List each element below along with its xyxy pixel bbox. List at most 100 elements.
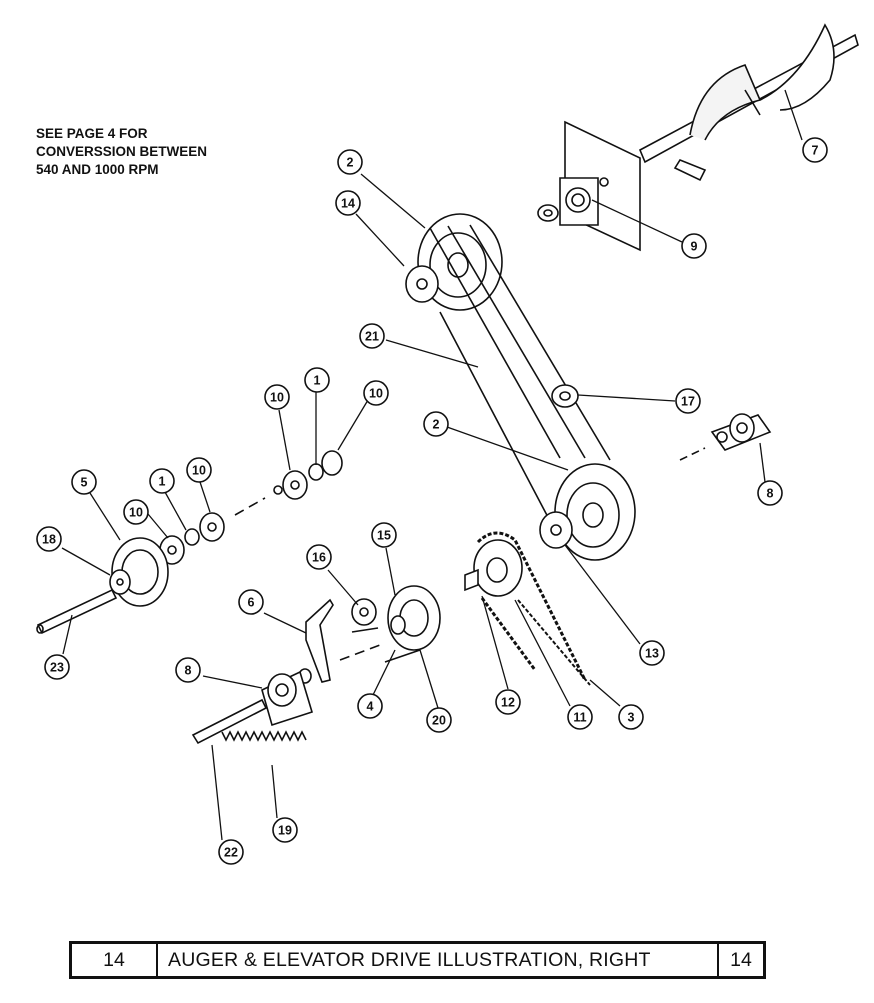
callout-10: 10 — [363, 380, 389, 406]
callout-number: 21 — [365, 330, 379, 344]
auger-shaft — [638, 23, 859, 182]
callout-number: 7 — [812, 144, 819, 158]
callout-4: 4 — [357, 693, 383, 719]
callout-number: 3 — [628, 711, 635, 725]
bearing-mount-plate — [537, 120, 641, 252]
callout-circle — [304, 367, 330, 393]
callout-number: 8 — [185, 664, 192, 678]
callout-circle — [218, 839, 244, 865]
callout-13: 13 — [639, 640, 665, 666]
callout-number: 16 — [312, 551, 326, 565]
note-line-1: SEE PAGE 4 FOR — [36, 126, 148, 141]
callout-22: 22 — [218, 839, 244, 865]
callout-circle — [44, 654, 70, 680]
callout-number: 9 — [691, 240, 698, 254]
callout-2: 2 — [337, 149, 363, 175]
callout-circle — [675, 388, 701, 414]
callout-3: 3 — [618, 704, 644, 730]
callout-number: 18 — [42, 533, 56, 547]
callout-9: 9 — [681, 233, 707, 259]
callout-circle — [272, 817, 298, 843]
callout-number: 8 — [767, 487, 774, 501]
callout-10: 10 — [264, 384, 290, 410]
callout-8: 8 — [757, 480, 783, 506]
callout-23: 23 — [44, 654, 70, 680]
callout-number: 10 — [129, 506, 143, 520]
callout-7: 7 — [802, 137, 828, 163]
callout-number: 23 — [50, 661, 64, 675]
callout-circle — [757, 480, 783, 506]
leader-lines — [61, 89, 803, 841]
callout-20: 20 — [426, 707, 452, 733]
callout-number: 4 — [367, 700, 374, 714]
callout-number: 10 — [369, 387, 383, 401]
callout-circle — [71, 469, 97, 495]
pillow-block-bearing-left — [261, 670, 313, 727]
idler-pulley — [551, 384, 579, 408]
callout-number: 15 — [377, 529, 391, 543]
callout-2: 2 — [423, 411, 449, 437]
callout-10: 10 — [186, 457, 212, 483]
callout-17: 17 — [675, 388, 701, 414]
lower-pulley — [539, 463, 636, 561]
left-pulley — [109, 537, 169, 607]
callout-circle — [123, 499, 149, 525]
callout-number: 10 — [270, 391, 284, 405]
callout-circle — [681, 233, 707, 259]
footer-title: AUGER & ELEVATOR DRIVE ILLUSTRATION, RIG… — [158, 944, 719, 976]
callout-circle — [357, 693, 383, 719]
callout-12: 12 — [495, 689, 521, 715]
callout-number: 13 — [645, 647, 659, 661]
callout-circle — [36, 526, 62, 552]
left-shaft — [36, 588, 118, 635]
callout-number: 2 — [347, 156, 354, 170]
callout-circle — [337, 149, 363, 175]
callout-circle — [567, 704, 593, 730]
sprocket-and-chain — [464, 531, 591, 686]
washer-bearing-stack-lower — [159, 512, 225, 565]
callout-1: 1 — [304, 367, 330, 393]
note-line-2: CONVERSSION BETWEEN — [36, 144, 208, 159]
callout-circle — [363, 380, 389, 406]
callout-11: 11 — [567, 704, 593, 730]
callout-number: 14 — [341, 197, 355, 211]
callout-number: 22 — [224, 846, 238, 860]
page-footer-table: 14 AUGER & ELEVATOR DRIVE ILLUSTRATION, … — [69, 941, 766, 979]
callout-circle — [495, 689, 521, 715]
drive-belt — [429, 224, 611, 541]
callout-circle — [426, 707, 452, 733]
callout-16: 16 — [306, 544, 332, 570]
callout-18: 18 — [36, 526, 62, 552]
callout-circle — [359, 323, 385, 349]
callout-14: 14 — [335, 190, 361, 216]
callout-15: 15 — [371, 522, 397, 548]
washer-bearing-stack-upper — [234, 450, 343, 516]
callout-circle — [335, 190, 361, 216]
upper-pulley — [405, 213, 503, 311]
callout-number: 1 — [314, 374, 321, 388]
callout-number: 17 — [681, 395, 695, 409]
tensioner-assembly — [298, 585, 441, 684]
callout-number: 10 — [192, 464, 206, 478]
callout-19: 19 — [272, 817, 298, 843]
pillow-block-bearing-right — [679, 413, 772, 461]
callout-number: 1 — [159, 475, 166, 489]
callout-circle — [175, 657, 201, 683]
callout-6: 6 — [238, 589, 264, 615]
callout-circle — [238, 589, 264, 615]
callout-number: 19 — [278, 824, 292, 838]
callout-circle — [802, 137, 828, 163]
callout-circle — [423, 411, 449, 437]
footer-page-number-left: 14 — [72, 944, 158, 976]
callout-1: 1 — [149, 468, 175, 494]
callout-8: 8 — [175, 657, 201, 683]
callout-circle — [264, 384, 290, 410]
callout-circle — [306, 544, 332, 570]
rpm-conversion-note: SEE PAGE 4 FOR CONVERSSION BETWEEN 540 A… — [36, 125, 207, 179]
callout-number: 20 — [432, 714, 446, 728]
callout-circle — [371, 522, 397, 548]
callout-21: 21 — [359, 323, 385, 349]
callout-circle — [639, 640, 665, 666]
callout-number: 12 — [501, 696, 515, 710]
